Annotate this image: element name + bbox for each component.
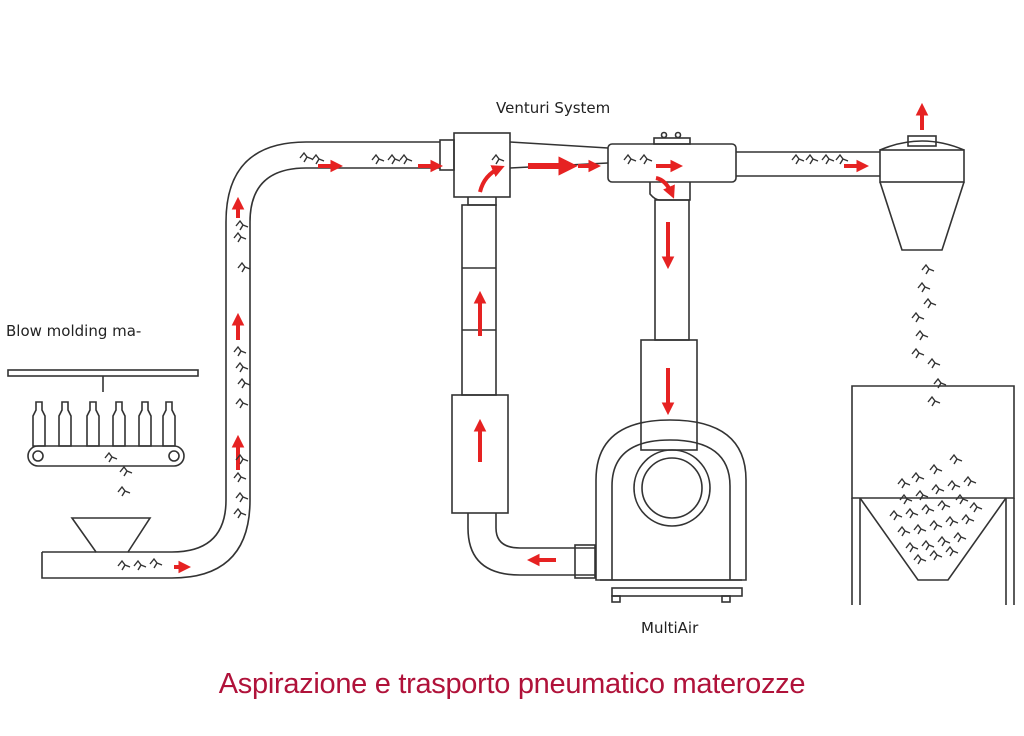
material-piece	[927, 395, 941, 407]
material-piece	[104, 451, 118, 463]
material-piece	[235, 397, 249, 409]
material-piece	[133, 559, 147, 571]
material-piece	[911, 347, 925, 359]
material-piece	[917, 281, 931, 293]
material-piece	[929, 519, 943, 531]
material-piece	[233, 345, 247, 357]
material-piece	[821, 153, 835, 165]
material-piece	[233, 471, 247, 483]
material-piece	[491, 153, 505, 165]
material-piece	[937, 499, 951, 511]
material-piece	[953, 531, 967, 543]
material-piece	[921, 263, 935, 275]
material-piece	[117, 485, 131, 497]
material-piece	[119, 465, 133, 477]
material-piece	[387, 153, 401, 165]
material-piece	[299, 151, 313, 163]
material-piece	[835, 153, 849, 165]
material-piece	[889, 509, 903, 521]
material-piece	[923, 297, 937, 309]
material-piece	[963, 475, 977, 487]
material-piece	[897, 525, 911, 537]
material-piece	[961, 513, 975, 525]
material-pieces	[104, 151, 983, 571]
material-piece	[235, 453, 249, 465]
material-piece	[897, 477, 911, 489]
collection-bin	[851, 385, 1015, 605]
material-piece	[237, 261, 251, 273]
material-piece	[915, 489, 929, 501]
material-piece	[937, 535, 951, 547]
material-piece	[911, 311, 925, 323]
material-piece	[945, 515, 959, 527]
material-piece	[929, 463, 943, 475]
material-piece	[915, 329, 929, 341]
material-piece	[233, 231, 247, 243]
venturi-system-label: Venturi System	[496, 99, 611, 117]
outlet-pipe	[736, 151, 880, 177]
material-piece	[233, 507, 247, 519]
material-piece	[235, 491, 249, 503]
material-piece	[905, 541, 919, 553]
material-piece	[639, 153, 653, 165]
material-piece	[921, 503, 935, 515]
material-piece	[905, 507, 919, 519]
material-piece	[899, 493, 913, 505]
material-piece	[371, 153, 385, 165]
material-piece	[311, 153, 325, 165]
material-piece	[805, 153, 819, 165]
material-piece	[913, 523, 927, 535]
material-piece	[955, 493, 969, 505]
material-piece	[927, 357, 941, 369]
material-piece	[623, 153, 637, 165]
material-piece	[911, 471, 925, 483]
material-piece	[791, 153, 805, 165]
bottle-row	[32, 401, 176, 447]
material-piece	[913, 553, 927, 565]
cyclone-separator	[879, 135, 965, 251]
material-piece	[117, 559, 131, 571]
material-piece	[945, 545, 959, 557]
blow-molding-machine	[7, 369, 199, 467]
diagram-caption: Aspirazione e trasporto pneumatico mater…	[218, 668, 806, 700]
venturi-system	[439, 132, 609, 206]
material-piece	[933, 377, 947, 389]
material-piece	[399, 153, 413, 165]
material-piece	[149, 557, 163, 569]
material-piece	[235, 219, 249, 231]
material-piece	[929, 549, 943, 561]
flow-arrows	[174, 102, 929, 574]
material-piece	[235, 361, 249, 373]
inlet-pipe	[41, 551, 172, 579]
material-piece	[947, 479, 961, 491]
material-piece	[237, 377, 251, 389]
material-piece	[931, 483, 945, 495]
material-piece	[921, 539, 935, 551]
conveyor-belt	[27, 445, 185, 467]
multiair-blower	[595, 419, 747, 603]
feed-hopper	[70, 517, 152, 553]
riser-pipe	[171, 141, 440, 579]
multiair-label: MultiAir	[641, 619, 699, 637]
blow-molding-label: Blow molding ma-	[6, 322, 142, 340]
material-piece	[969, 501, 983, 513]
material-piece	[949, 453, 963, 465]
return-pipe-vertical	[451, 204, 596, 579]
